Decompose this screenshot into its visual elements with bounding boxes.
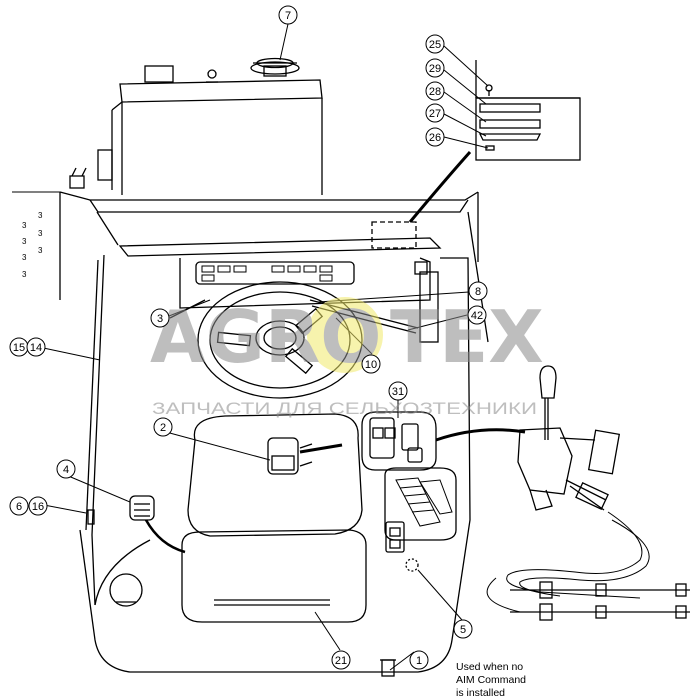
callout-3: 3 — [150, 308, 170, 328]
callout-15-label: 15 — [13, 342, 25, 354]
callout-15: 15 — [9, 337, 29, 357]
callout-21: 21 — [331, 650, 351, 670]
callout-7: 7 — [278, 5, 298, 25]
side-mark: 3 — [22, 221, 27, 230]
leader-lines — [33, 23, 526, 671]
operator-seat — [181, 413, 367, 623]
callout-14: 14 — [26, 337, 46, 357]
side-mark: 3 — [38, 211, 43, 220]
callout-25-label: 25 — [429, 39, 441, 51]
callout-31-label: 31 — [392, 386, 404, 398]
callout-2-label: 2 — [160, 422, 166, 434]
side-marks: 3 3 3 3 3 3 3 — [22, 211, 43, 279]
callout-16-label: 16 — [32, 501, 44, 513]
callout-5: 5 — [453, 619, 473, 639]
cab-floor — [79, 257, 471, 673]
side-mark: 3 — [38, 229, 43, 238]
callout-1: 1 — [409, 650, 429, 670]
callout-29: 29 — [425, 58, 445, 78]
control-lever-assembly — [517, 365, 621, 511]
callout-26-label: 26 — [429, 132, 441, 144]
callout-28: 28 — [425, 81, 445, 101]
callout-5-label: 5 — [460, 624, 466, 636]
watermark-tagline: ЗАПЧАСТИ ДЛЯ СЕЛЬХОЗТЕХНИКИ — [152, 399, 537, 418]
callout-6: 6 — [9, 496, 29, 516]
watermark-brand-left: AGRO — [150, 295, 381, 379]
callout-2: 2 — [153, 417, 173, 437]
callout-4: 4 — [56, 459, 76, 479]
cab-rear-frame — [69, 65, 323, 195]
right-console — [361, 411, 457, 677]
callout-10-label: 10 — [365, 359, 377, 371]
installation-note: Used when no AIM Command is installed — [456, 661, 526, 699]
callout-10: 10 — [361, 354, 381, 374]
callout-3-label: 3 — [157, 313, 163, 325]
callout-42: 42 — [467, 305, 487, 325]
callout-6-label: 6 — [16, 501, 22, 513]
callout-1-label: 1 — [416, 655, 422, 667]
watermark-brand-right: TEX — [390, 295, 544, 379]
callout-4-label: 4 — [63, 464, 69, 476]
callout-16: 16 — [28, 496, 48, 516]
callout-21-label: 21 — [335, 655, 347, 667]
callout-31: 31 — [388, 381, 408, 401]
callout-42-label: 42 — [471, 310, 483, 322]
note-line-2: AIM Command — [456, 674, 526, 686]
watermark-gear-icon — [307, 297, 383, 373]
callout-14-label: 14 — [30, 342, 42, 354]
detail-inset — [408, 60, 581, 223]
callout-27-label: 27 — [429, 108, 441, 120]
watermark: AGRO TEX ЗАПЧАСТИ ДЛЯ СЕЛЬХОЗТЕХНИКИ — [150, 295, 544, 418]
callout-27: 27 — [425, 103, 445, 123]
callout-26: 26 — [425, 127, 445, 147]
control-cables — [486, 511, 690, 621]
callout-29-label: 29 — [429, 63, 441, 75]
side-mark: 3 — [38, 246, 43, 255]
cab-side-door — [85, 254, 105, 606]
note-line-1: Used when no — [456, 661, 523, 673]
side-mark: 3 — [22, 253, 27, 262]
callouts: 7 25 29 28 27 26 8 42 3 10 15 14 31 2 4 … — [9, 5, 488, 670]
callout-8: 8 — [468, 281, 488, 301]
note-line-3: is installed — [456, 687, 505, 699]
side-mark: 3 — [22, 270, 27, 279]
callout-28-label: 28 — [429, 86, 441, 98]
seat-belt-retractor — [129, 495, 186, 554]
callout-8-label: 8 — [475, 286, 481, 298]
side-mark: 3 — [22, 237, 27, 246]
callout-25: 25 — [425, 34, 445, 54]
dashboard — [118, 221, 442, 343]
roof-knob-assembly — [250, 57, 300, 77]
callout-7-label: 7 — [285, 10, 291, 22]
